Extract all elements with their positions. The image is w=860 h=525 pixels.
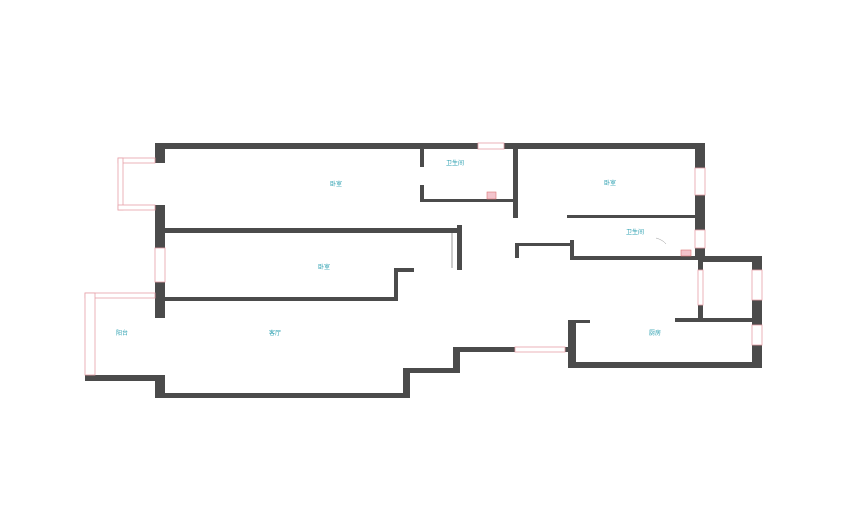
room-label-bedroom-2: 卧室 bbox=[604, 179, 616, 187]
window bbox=[694, 229, 706, 249]
window bbox=[117, 157, 124, 211]
wall-segment bbox=[752, 300, 762, 325]
window bbox=[117, 204, 156, 211]
window bbox=[477, 142, 505, 150]
wall-segment bbox=[698, 256, 762, 262]
window bbox=[117, 157, 156, 164]
window bbox=[84, 292, 156, 299]
window bbox=[154, 247, 166, 283]
wall-segment bbox=[752, 345, 762, 368]
wall-segment bbox=[567, 215, 698, 218]
wall-segment bbox=[698, 305, 703, 320]
wall-segment bbox=[698, 262, 703, 270]
room-label-balcony: 阳台 bbox=[116, 329, 128, 337]
door-swing-icon bbox=[655, 237, 667, 245]
wall-segment bbox=[165, 228, 460, 233]
wall-segment bbox=[420, 149, 424, 167]
wall-segment bbox=[515, 243, 519, 258]
window bbox=[751, 324, 763, 346]
fixtures bbox=[451, 191, 692, 268]
wall-segment bbox=[165, 297, 397, 301]
wall-segment bbox=[513, 149, 518, 218]
room-labels: 卧室 卫生间 卧室 卫生间 卧室 客厅 阳台 厨房 bbox=[116, 159, 661, 337]
wall-segment bbox=[515, 243, 570, 246]
room-label-bathroom-1: 卫生间 bbox=[446, 159, 464, 167]
room-label-kitchen: 厨房 bbox=[649, 329, 661, 337]
window bbox=[694, 167, 706, 196]
wall-segment bbox=[752, 256, 762, 270]
room-label-bathroom-2: 卫生间 bbox=[626, 228, 644, 236]
wall-segment bbox=[403, 368, 460, 373]
floor-drain-icon bbox=[680, 249, 692, 257]
wall-segment bbox=[695, 143, 705, 168]
wall-segment bbox=[570, 256, 700, 260]
wall-segment bbox=[695, 195, 705, 230]
wall-segment bbox=[155, 393, 410, 398]
floor-drain-icon bbox=[486, 191, 497, 200]
room-label-bedroom-1: 卧室 bbox=[330, 180, 342, 188]
wall-segment bbox=[155, 205, 165, 248]
wall-segment bbox=[568, 362, 762, 368]
wall-segment bbox=[457, 225, 462, 270]
window bbox=[514, 346, 566, 353]
wall-segment bbox=[155, 375, 165, 398]
wall-segment bbox=[568, 320, 576, 368]
wall-segment bbox=[403, 368, 410, 398]
wall-segment bbox=[675, 318, 752, 322]
wall-segment bbox=[453, 347, 460, 373]
wall-segment bbox=[568, 320, 590, 323]
wall-segment bbox=[394, 268, 398, 301]
room-label-bedroom-3: 卧室 bbox=[318, 263, 330, 271]
wall-segment bbox=[453, 347, 515, 352]
wall-segment bbox=[155, 282, 165, 318]
window bbox=[84, 292, 96, 376]
wall-segment bbox=[155, 143, 705, 149]
wall-segment bbox=[420, 199, 515, 202]
wall-segment bbox=[570, 240, 574, 260]
windows bbox=[84, 142, 763, 376]
wall-segment bbox=[420, 185, 424, 202]
window bbox=[751, 269, 763, 301]
walls bbox=[85, 143, 762, 398]
window bbox=[697, 269, 704, 306]
wall-segment bbox=[695, 248, 705, 260]
room-label-living-room: 客厅 bbox=[269, 329, 281, 337]
wall-segment bbox=[394, 268, 414, 272]
wall-segment bbox=[155, 143, 165, 163]
wall-segment bbox=[85, 375, 165, 381]
